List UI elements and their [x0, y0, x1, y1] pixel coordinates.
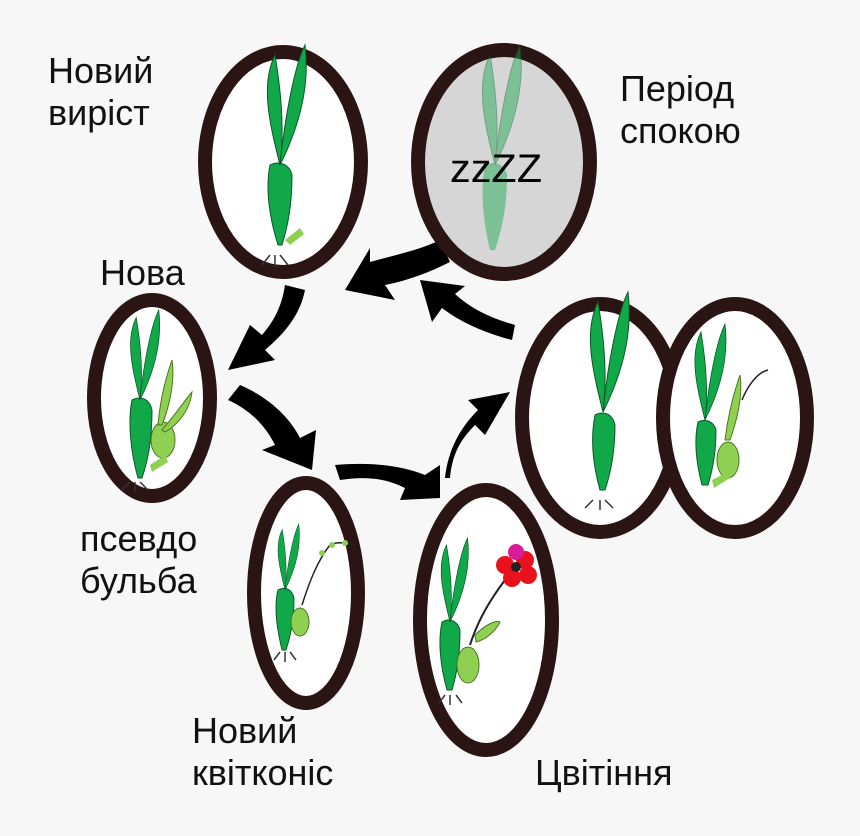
label-dormancy: Період спокою	[620, 68, 741, 152]
stage-new-spike	[247, 476, 365, 710]
arrow-dormancy-to-growth	[345, 240, 450, 300]
stage-new-pseudobulb	[87, 293, 217, 503]
label-new-growth-line2: виріст	[48, 92, 150, 133]
stage-dormancy: zzZZ	[411, 43, 597, 281]
arrow-spike-to-flowering	[335, 463, 440, 500]
label-pseudobulb-line2: псевдо	[80, 518, 198, 559]
label-pseudobulb-line3: бульба	[80, 560, 197, 601]
arrow-pseudobulb-to-spike	[228, 385, 316, 470]
label-new-spike: Новий квітконіс	[192, 710, 333, 794]
stage-flowering	[413, 483, 559, 757]
label-dormancy-line2: спокою	[620, 110, 741, 151]
sleep-zzz-text: zzZZ	[450, 147, 542, 191]
label-flowering-line1: Цвітіння	[535, 752, 673, 793]
label-dormancy-line1: Період	[620, 68, 735, 109]
stage-division	[515, 291, 814, 539]
arrow-division-to-dormancy	[420, 280, 515, 340]
label-new-spike-line2: квітконіс	[192, 752, 334, 793]
label-new-pseudobulb-line1: Нова	[100, 252, 185, 293]
label-new-growth-line1: Новий	[48, 50, 154, 91]
label-new-growth: Новий виріст	[48, 50, 153, 134]
label-new-spike-line1: Новий	[192, 710, 298, 751]
arrow-flowering-to-division	[445, 392, 510, 478]
arrow-growth-to-pseudobulb	[228, 285, 305, 370]
cycle-arrows	[228, 240, 515, 500]
flower-icon	[496, 544, 537, 587]
stage-new-growth	[198, 44, 368, 279]
label-new-pseudobulb-bottom: псевдо бульба	[80, 518, 197, 602]
label-new-pseudobulb-top: Нова	[100, 252, 185, 294]
label-flowering: Цвітіння	[535, 752, 673, 794]
